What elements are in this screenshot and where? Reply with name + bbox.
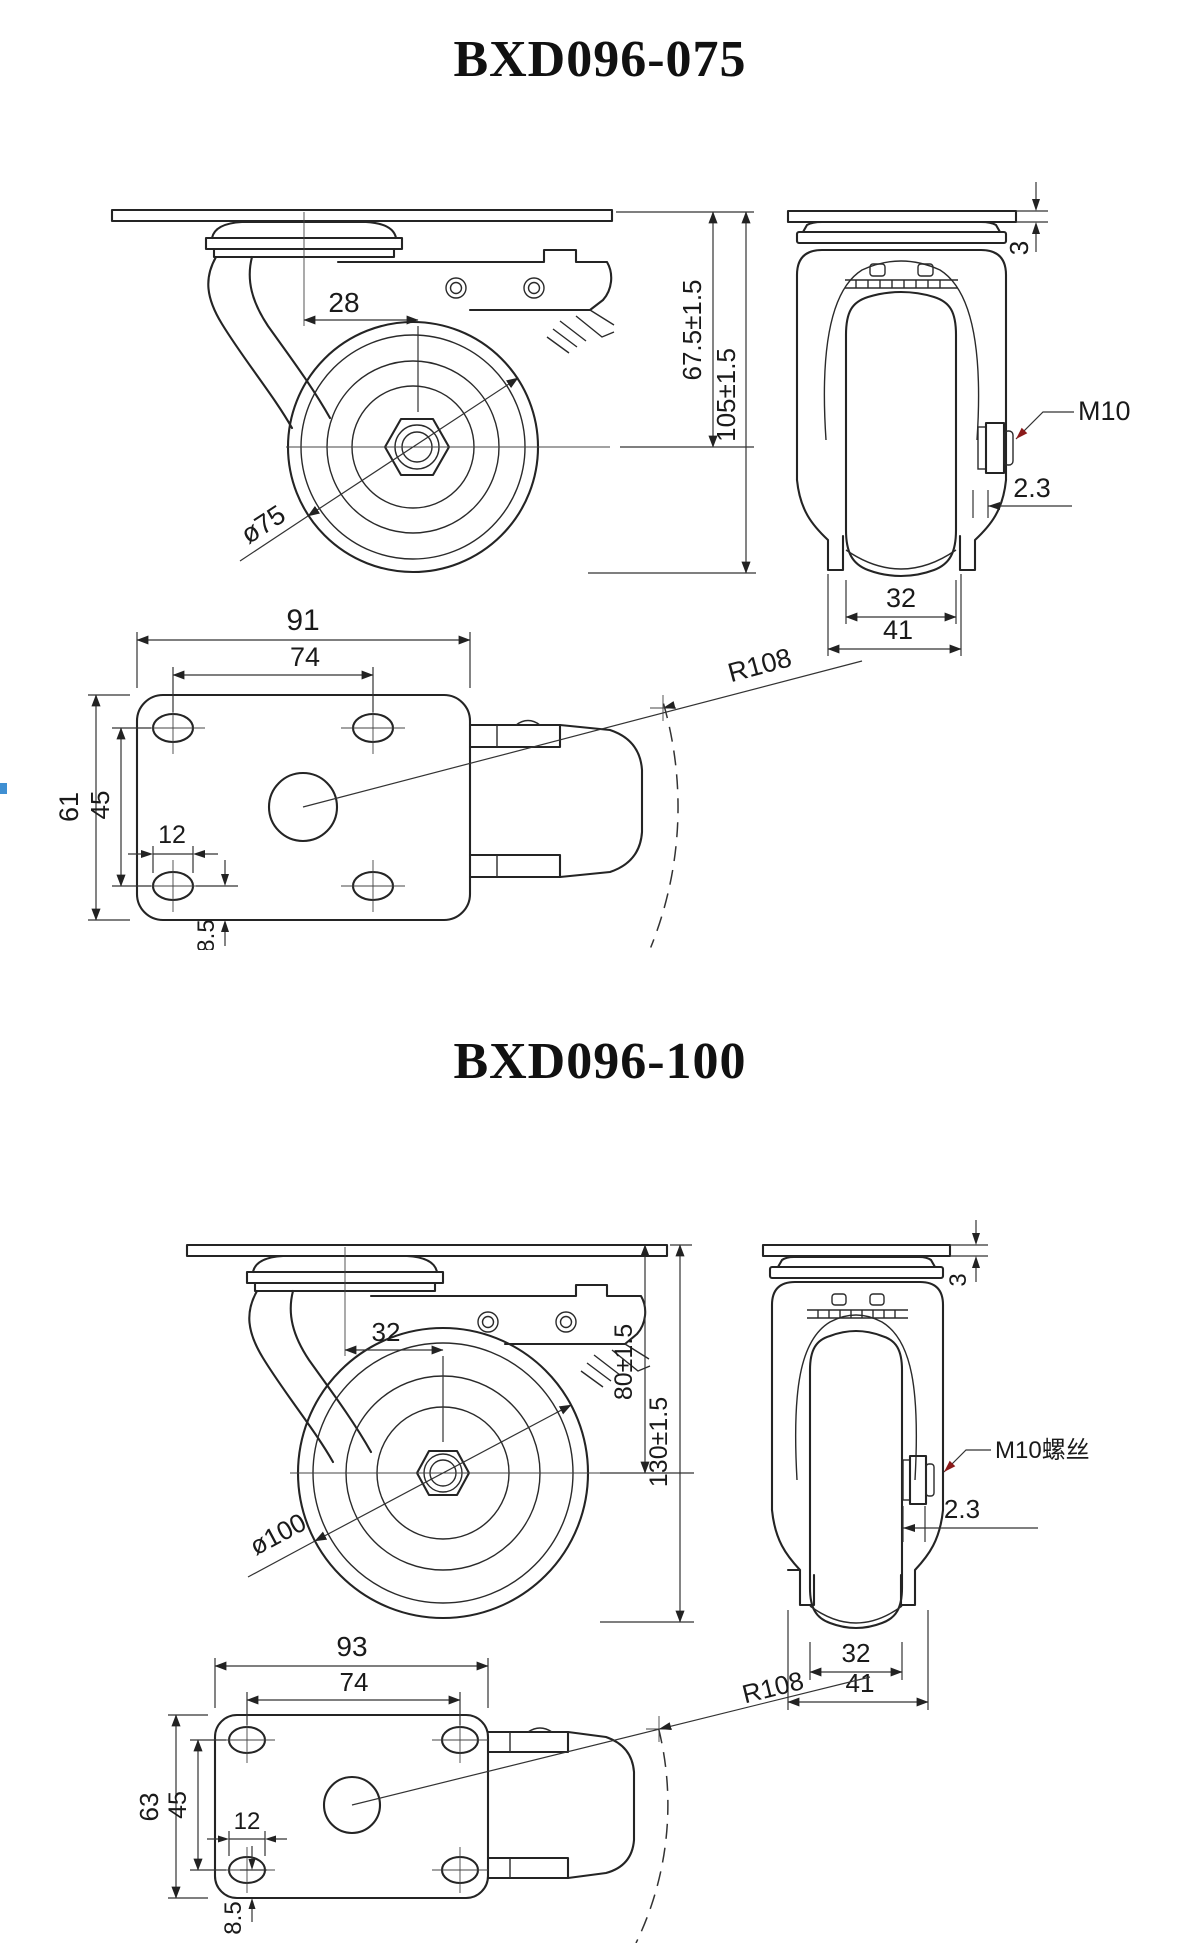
slot-edge-offset-dimension: 8.5: [220, 1846, 267, 1935]
overall-width-dimension: 41: [787, 1610, 929, 1710]
plate-width-dimension: 63: [134, 1714, 208, 1899]
plate-length-label: 93: [336, 1631, 367, 1662]
plate-thickness-dimension: 3: [945, 1220, 980, 1287]
plate-to-axle-dim-label: 80±1.5: [610, 1324, 638, 1400]
wheel-width-label: 32: [842, 1638, 871, 1668]
brake-assembly: [336, 248, 615, 354]
plate-thickness-label: 3: [1004, 241, 1034, 255]
overall-height-dim-label: 130±1.5: [645, 1397, 673, 1487]
plan-view: R108 91 74 61: [54, 604, 863, 950]
bolt-spacing-length-dimension: 74: [172, 642, 374, 712]
front-view: 3: [786, 182, 1131, 656]
swivel-radius-callout: R108: [302, 642, 863, 948]
fork-front: [770, 1280, 945, 1607]
model-title-bxd096-075: BXD096-075: [453, 31, 747, 88]
fork-arm: [207, 255, 332, 430]
slot-edge-offset-dimension: 8.5: [193, 860, 238, 950]
overall-height-dimension: 130±1.5: [600, 1244, 694, 1623]
bolt-holes: [141, 702, 405, 912]
kingpin-hole: [322, 1775, 382, 1835]
brake-pedal-plan: [486, 1727, 636, 1880]
swivel-radius-callout: R108: [351, 1665, 871, 1943]
wheel-diameter-label: ø75: [235, 499, 290, 550]
plate-to-axle-dimension: 67.5±1.5: [616, 211, 754, 448]
plate-length-dimension: 93: [214, 1631, 489, 1708]
axle-thread-callout: M10: [1015, 396, 1131, 440]
swivel-rings-front: [768, 1255, 945, 1280]
plate-width-dimension: 61: [54, 694, 130, 921]
axle-thread-label: M10: [1078, 396, 1131, 426]
offset-dim-label: 32: [372, 1317, 401, 1347]
plate-to-axle-dimension: 80±1.5: [600, 1244, 694, 1474]
offset-dimension: 32: [344, 1317, 444, 1442]
mounting-plate-side: [110, 208, 614, 223]
swivel-radius-label: R108: [739, 1665, 807, 1709]
brake-pedal-plan: [468, 719, 644, 879]
top-plate-outline: [135, 693, 472, 922]
bxd096-075-drawing: 28 ø75 67.5±1.5 105±1.5: [0, 182, 1131, 950]
plate-length-dimension: 91: [136, 604, 471, 688]
slot-length-label: 12: [234, 1808, 261, 1835]
bxd096-100-drawing: 32 ø100 80±1.5 130±1.5: [134, 1220, 1090, 1943]
bracket-thickness-dimension: 2.3: [902, 1494, 1038, 1542]
wheel-width-dimension: 32: [809, 1638, 903, 1680]
wheel-width-dimension: 32: [845, 580, 957, 624]
mounting-plate-front: [786, 209, 1018, 224]
side-view-with-brake: 28 ø75 67.5±1.5 105±1.5: [110, 208, 756, 574]
model-title-bxd096-100: BXD096-100: [453, 1033, 747, 1090]
bolt-spacing-width-dimension: 45: [85, 727, 151, 887]
bolt-spacing-length-label: 74: [290, 642, 320, 672]
red-leader-arrow: [944, 1460, 956, 1472]
wheel-front: [808, 1329, 904, 1630]
overall-width-label: 41: [846, 1668, 875, 1698]
bolt-spacing-width-label: 45: [85, 791, 115, 820]
overall-width-label: 41: [883, 615, 913, 645]
fork-front: [795, 248, 1008, 572]
bolt-spacing-length-dimension: 74: [246, 1667, 461, 1725]
offset-dimension: 28: [303, 287, 419, 412]
axle-thread-callout: M10螺丝: [943, 1437, 1090, 1473]
wheel-width-label: 32: [886, 583, 916, 613]
bolt-spacing-width-label: 45: [164, 1791, 192, 1819]
bracket-thickness-dimension: 2.3: [972, 473, 1072, 518]
axle-thread-label: M10螺丝: [995, 1437, 1090, 1464]
bolt-spacing-width-dimension: 45: [164, 1739, 226, 1871]
top-plate-outline: [213, 1713, 490, 1900]
axle-nut-front: [977, 421, 1014, 475]
bolt-spacing-length-label: 74: [340, 1667, 369, 1697]
plate-thickness-label: 3: [945, 1273, 972, 1286]
swivel-rings-front: [795, 220, 1008, 245]
front-view: 3: [761, 1220, 1090, 1710]
wheel-front: [844, 290, 958, 578]
mounting-plate-front: [761, 1243, 952, 1258]
plate-to-axle-dim-label: 67.5±1.5: [677, 279, 707, 380]
plate-width-label: 63: [134, 1793, 164, 1822]
plate-width-label: 61: [54, 792, 84, 822]
axle-nut-front: [902, 1454, 935, 1506]
brake-assembly: [369, 1283, 651, 1388]
side-view-with-brake: 32 ø100 80±1.5 130±1.5: [185, 1243, 694, 1623]
offset-dim-label: 28: [328, 287, 359, 318]
plate-thickness-dimension: 3: [1004, 182, 1040, 255]
plan-view: R108 93 74 63: [134, 1631, 871, 1943]
overall-width-dimension: 41: [827, 574, 962, 656]
edge-artifact: [0, 783, 7, 794]
slot-length-dimension: 12: [128, 821, 218, 873]
mounting-plate-side: [185, 1243, 669, 1258]
overall-height-dim-label: 105±1.5: [711, 348, 741, 442]
wheel-diameter-label: ø100: [245, 1507, 311, 1561]
slot-edge-offset-label: 8.5: [220, 1901, 247, 1934]
swivel-envelope-arc: [635, 1728, 669, 1943]
red-leader-arrow: [1016, 427, 1028, 439]
bracket-thickness-label: 2.3: [1013, 473, 1051, 503]
kingpin-hole: [267, 771, 339, 843]
plate-length-label: 91: [286, 604, 319, 637]
slot-length-label: 12: [158, 821, 186, 849]
slot-edge-offset-label: 8.5: [193, 919, 220, 950]
bracket-thickness-label: 2.3: [944, 1494, 980, 1524]
wheel-diameter-callout: ø100: [245, 1404, 572, 1578]
swivel-envelope-arc: [650, 703, 679, 948]
slot-length-dimension: 12: [207, 1808, 287, 1856]
overall-height-dimension: 105±1.5: [588, 211, 756, 574]
